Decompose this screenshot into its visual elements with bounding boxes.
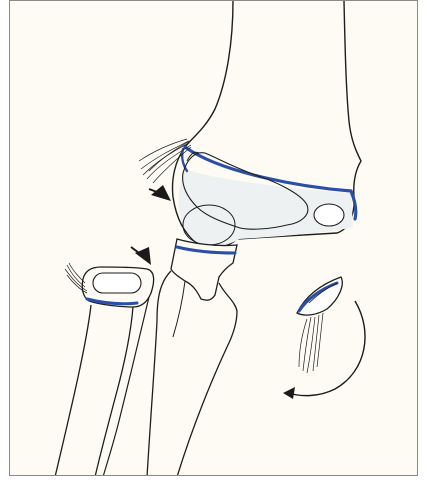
humerus bbox=[173, 1, 362, 247]
illustration-panel bbox=[9, 0, 418, 476]
ulna-shaft-outline bbox=[237, 311, 245, 351]
elbow-diagram bbox=[10, 1, 418, 476]
radius-bone bbox=[147, 239, 237, 476]
radius-shaft-outline-right bbox=[177, 283, 237, 476]
radius-shaft-inner-line bbox=[173, 281, 185, 337]
radius-shaft-outline bbox=[147, 271, 171, 476]
displaced-radial-fragment bbox=[55, 267, 154, 476]
left-shaft-outline bbox=[55, 305, 91, 476]
fragment-inner-oval bbox=[93, 273, 141, 293]
middle-shaft-outline bbox=[103, 297, 149, 476]
flexor-tendon-fibers bbox=[299, 313, 323, 373]
left-shaft-outline-right bbox=[95, 307, 133, 476]
rotation-arrowhead-icon bbox=[283, 387, 295, 399]
trochlea-ossification-oval bbox=[314, 204, 344, 226]
medial-epicondyle-fragment bbox=[297, 277, 342, 315]
